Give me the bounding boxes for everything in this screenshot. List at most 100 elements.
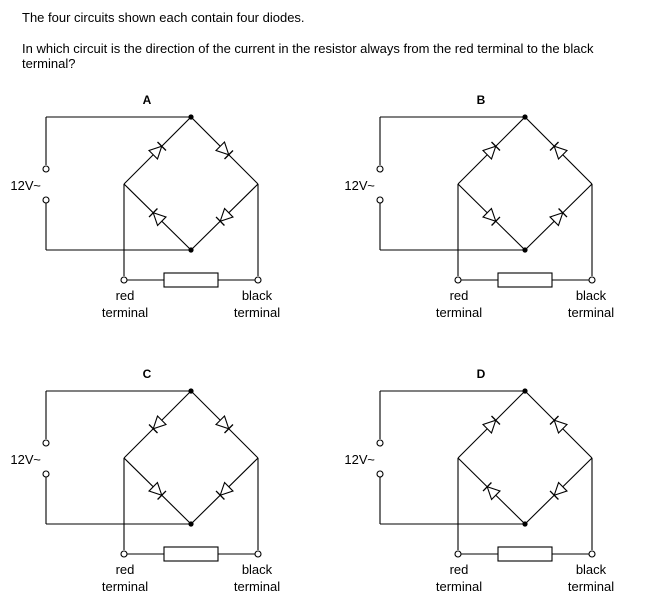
circuit-label: B (477, 93, 486, 107)
red-terminal-label-line2: terminal (102, 305, 148, 320)
junction-top (522, 114, 528, 120)
red-terminal (454, 550, 462, 558)
resistor (497, 272, 553, 288)
black-terminal-label-line2: terminal (568, 579, 614, 594)
resistor (497, 546, 553, 562)
supply-voltage-label: 12V (10, 178, 33, 193)
supply-voltage-label: 12V (344, 452, 367, 467)
diode-bar (491, 141, 501, 151)
red-terminal-label-line1: red (450, 562, 469, 577)
supply-terminal-bottom (42, 470, 50, 478)
black-terminal (254, 276, 262, 284)
diode-bottom-left (147, 481, 167, 500)
black-terminal (588, 276, 596, 284)
red-terminal-label-line2: terminal (102, 579, 148, 594)
supply-terminal-top (42, 165, 50, 173)
diode-bottom-left (481, 207, 501, 226)
circuit-label: A (143, 93, 152, 107)
diode-triangle (147, 481, 163, 497)
diode-triangle (219, 207, 235, 223)
diode-bar (148, 208, 158, 218)
junction-top (188, 388, 194, 394)
red-terminal-label-line1: red (450, 288, 469, 303)
junction-bottom (522, 247, 528, 253)
black-terminal-label-line2: terminal (568, 305, 614, 320)
circuit-label: C (143, 367, 152, 381)
diode-bottom-right (549, 481, 569, 500)
black-terminal-label-line1: black (576, 288, 607, 303)
black-terminal-label-line2: terminal (234, 305, 280, 320)
red-terminal (454, 276, 462, 284)
diode-triangle (481, 145, 497, 161)
diode-top-left (147, 141, 167, 161)
junction-top (188, 114, 194, 120)
diode-bar (549, 490, 559, 500)
supply-terminal-top (42, 439, 50, 447)
ac-symbol: ~ (367, 452, 375, 467)
supply-terminal-bottom (42, 196, 50, 204)
diode-triangle (214, 140, 230, 156)
ac-symbol: ~ (33, 452, 41, 467)
diode-bar (549, 141, 559, 151)
black-terminal-label-line2: terminal (234, 579, 280, 594)
diode-triangle (152, 414, 168, 430)
diode-bar (491, 216, 501, 226)
diode-bar (549, 415, 559, 425)
diode-triangle (214, 414, 230, 430)
red-terminal (120, 276, 128, 284)
black-terminal (254, 550, 262, 558)
red-terminal-label-line1: red (116, 288, 135, 303)
diode-bar (157, 141, 167, 151)
diode-top-left (148, 414, 168, 434)
diode-top-left (481, 141, 501, 161)
circuit-c: C 12V~ red terminal black terminal (10, 367, 280, 594)
diode-bar (482, 482, 492, 492)
supply-voltage-label: 12V (344, 178, 367, 193)
diode-bottom-right (215, 481, 235, 500)
junction-bottom (522, 521, 528, 527)
resistor (163, 272, 219, 288)
circuit-label: D (477, 367, 486, 381)
junction-bottom (188, 521, 194, 527)
diode-bottom-left (148, 208, 168, 227)
supply-voltage-label: 12V (10, 452, 33, 467)
diode-top-right (549, 415, 569, 435)
black-terminal-label-line1: black (576, 562, 607, 577)
diode-triangle (152, 211, 168, 227)
diode-bottom-right (548, 208, 568, 227)
diode-triangle (553, 145, 569, 161)
diode-bottom-left (482, 482, 502, 501)
diode-top-left (481, 415, 501, 435)
diode-bar (558, 208, 568, 218)
diode-top-right (214, 140, 234, 160)
red-terminal-label-line2: terminal (436, 305, 482, 320)
ac-symbol: ~ (367, 178, 375, 193)
diode-bar (148, 424, 158, 434)
supply-terminal-bottom (376, 470, 384, 478)
diode-bar (224, 150, 234, 160)
diode-triangle (147, 145, 163, 161)
circuit-d: D 12V~ red terminal black terminal (344, 367, 614, 594)
diode-triangle (553, 481, 569, 497)
black-terminal-label-line1: black (242, 562, 273, 577)
supply-terminal-top (376, 439, 384, 447)
supply-terminal-bottom (376, 196, 384, 204)
diode-top-right (214, 414, 234, 434)
question-prompt: In which circuit is the direction of the… (22, 41, 594, 71)
red-terminal-label-line2: terminal (436, 579, 482, 594)
diode-bar (491, 415, 501, 425)
resistor (163, 546, 219, 562)
diode-triangle (219, 481, 235, 497)
junction-bottom (188, 247, 194, 253)
circuit-b: B 12V~ red terminal black terminal (344, 93, 614, 320)
black-terminal (588, 550, 596, 558)
red-terminal-label-line1: red (116, 562, 135, 577)
diode-triangle (481, 207, 497, 223)
diode-triangle (486, 485, 502, 501)
diode-top-right (549, 141, 569, 161)
junction-top (522, 388, 528, 394)
red-terminal (120, 550, 128, 558)
diode-bottom-right (215, 207, 235, 226)
